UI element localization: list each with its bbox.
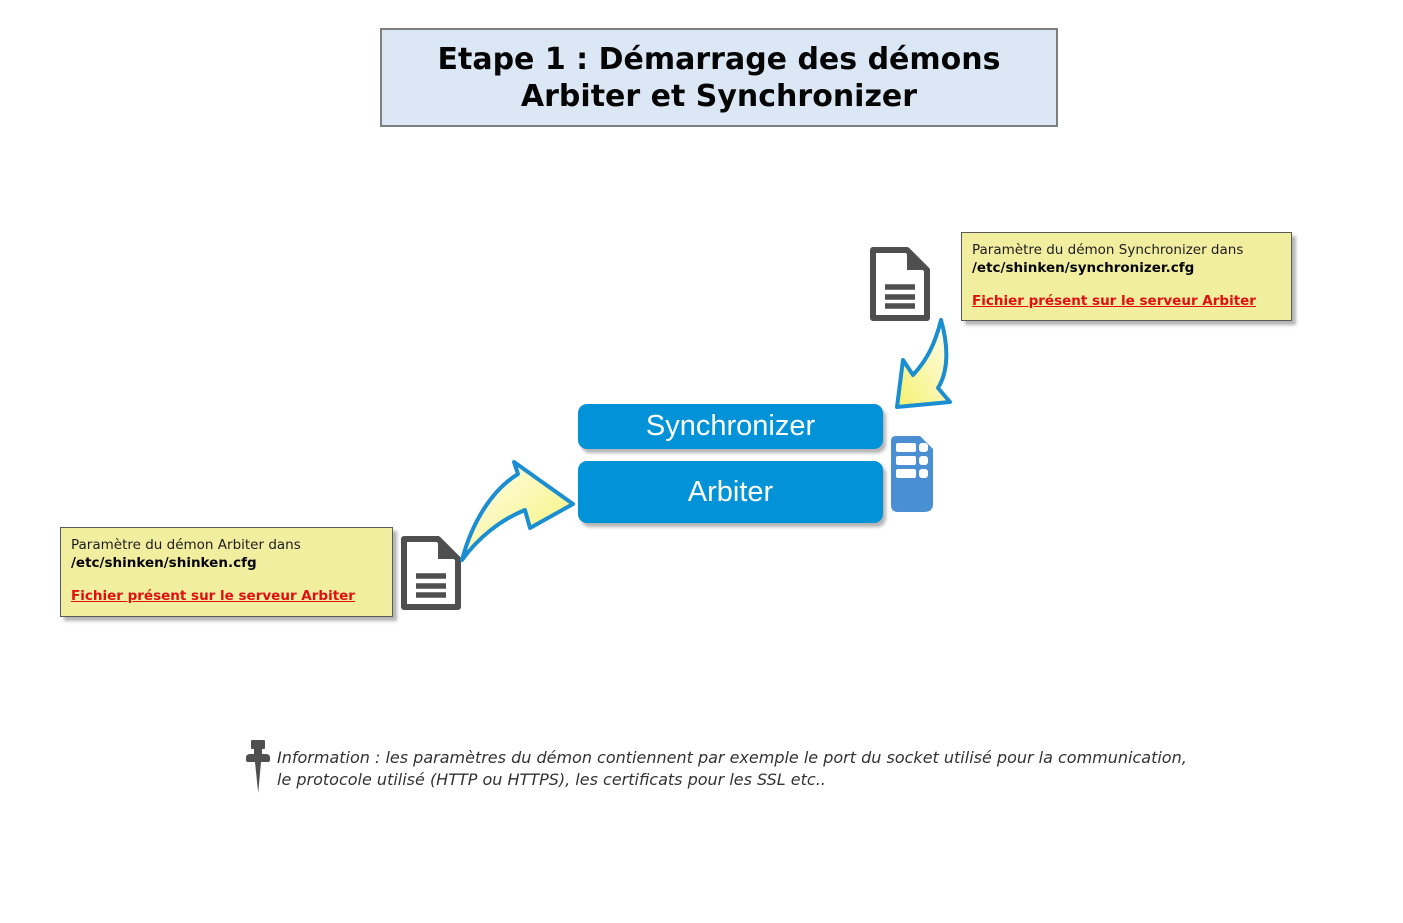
arbiter-label: Arbiter [687, 475, 774, 508]
pushpin-icon [246, 740, 270, 793]
note-synchronizer-path: /etc/shinken/synchronizer.cfg [972, 260, 1195, 276]
curved-arrow-synchronizer-config-icon [895, 318, 952, 409]
curved-arrow-arbiter-config-icon [460, 460, 575, 562]
note-synchronizer-link[interactable]: Fichier présent sur le serveur Arbiter [972, 293, 1256, 309]
note-synchronizer: Paramètre du démon Synchronizer dans /et… [961, 232, 1292, 321]
title-line1: Etape 1 : Démarrage des démons [437, 41, 1001, 77]
arbiter-daemon-box: Arbiter [578, 461, 883, 523]
config-file-synchronizer-icon [870, 247, 930, 321]
config-file-arbiter-icon [401, 536, 461, 610]
note-arbiter-link[interactable]: Fichier présent sur le serveur Arbiter [71, 588, 355, 604]
title-box: Etape 1 : Démarrage des démons Arbiter e… [380, 28, 1058, 127]
note-arbiter-path: /etc/shinken/shinken.cfg [71, 555, 257, 571]
note-synchronizer-text: Paramètre du démon Synchronizer dans [972, 242, 1244, 258]
note-arbiter-text: Paramètre du démon Arbiter dans [71, 537, 301, 553]
note-arbiter: Paramètre du démon Arbiter dans /etc/shi… [60, 527, 393, 617]
info-line1: Information : les paramètres du démon co… [277, 748, 1187, 767]
server-icon [891, 436, 933, 512]
synchronizer-daemon-box: Synchronizer [578, 404, 883, 449]
title-line2: Arbiter et Synchronizer [520, 78, 918, 114]
info-line2: le protocole utilisé (HTTP ou HTTPS), le… [277, 770, 826, 789]
info-note: Information : les paramètres du démon co… [277, 747, 1217, 791]
synchronizer-label: Synchronizer [645, 410, 816, 442]
